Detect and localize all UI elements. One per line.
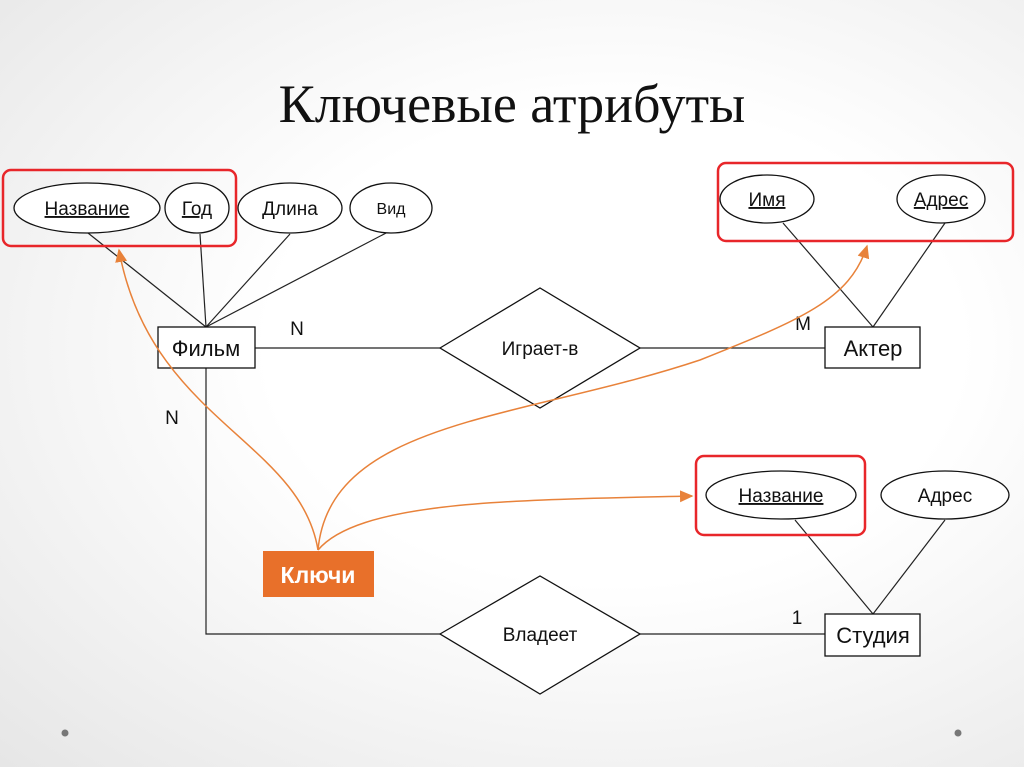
relationship-label: Владеет bbox=[503, 625, 578, 646]
slide-dot bbox=[61, 729, 69, 737]
entity-studio bbox=[824, 613, 921, 657]
entity-film bbox=[157, 326, 256, 369]
relationship-label: Играет-в bbox=[502, 339, 579, 360]
entity-actor bbox=[824, 326, 921, 369]
attr-film-name bbox=[13, 182, 161, 234]
entity-label: Студия bbox=[836, 623, 910, 648]
attr-film-length bbox=[237, 182, 343, 234]
attr-film-year bbox=[164, 182, 230, 234]
attr-label: Адрес bbox=[918, 486, 972, 507]
studio-key-highlight bbox=[694, 454, 867, 537]
attr-label: Имя bbox=[748, 190, 785, 211]
attr-studio-address bbox=[880, 470, 1010, 520]
cardinality: 1 bbox=[792, 608, 803, 629]
attr-label: Название bbox=[45, 199, 130, 220]
slide-title: Ключевые атрибуты bbox=[279, 74, 746, 134]
attr-label: Адрес bbox=[914, 190, 968, 211]
keys-label-box bbox=[263, 551, 374, 597]
attr-actor-name bbox=[719, 174, 815, 224]
key-arrows bbox=[115, 244, 870, 551]
attr-label: Вид bbox=[377, 201, 407, 218]
cardinality: M bbox=[795, 314, 811, 335]
slide-dot bbox=[954, 729, 962, 737]
keys-label: Ключи bbox=[281, 562, 356, 588]
entity-label: Актер bbox=[844, 336, 903, 361]
relationship-owns bbox=[438, 575, 642, 695]
attr-label: Длина bbox=[262, 199, 318, 220]
cardinality: N bbox=[165, 408, 179, 429]
actor-key-highlight bbox=[716, 161, 1015, 243]
attr-actor-address bbox=[896, 174, 986, 224]
attr-studio-name bbox=[705, 470, 857, 520]
relationship-plays-in bbox=[438, 287, 642, 409]
attr-film-type bbox=[349, 182, 433, 234]
entity-label: Фильм bbox=[172, 336, 240, 361]
film-key-highlight bbox=[1, 168, 238, 248]
attr-label: Название bbox=[739, 486, 824, 507]
cardinality: N bbox=[290, 319, 304, 340]
attr-label: Год bbox=[182, 199, 212, 220]
connector-lines bbox=[87, 222, 946, 635]
